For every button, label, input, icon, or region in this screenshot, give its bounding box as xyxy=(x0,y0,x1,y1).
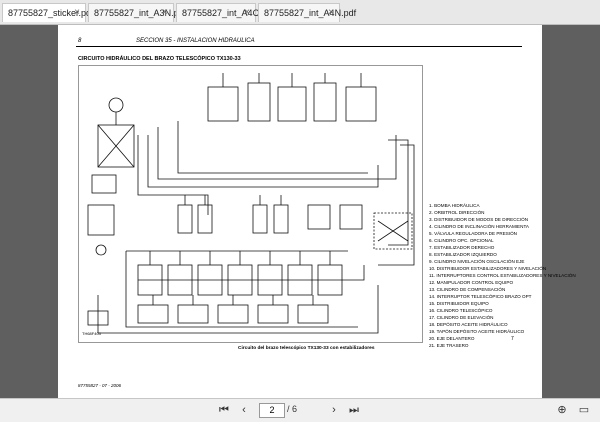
legend-item: 4. CILINDRO DE INCLINACIÓN HERRAMIENTA xyxy=(429,224,529,229)
page-number: 8 xyxy=(78,38,82,44)
legend-item: 3. DISTRIBUIDOR DE MODOS DE DIRECCIÓN xyxy=(429,217,529,222)
tab-label: 87755827_int_A4C.pdf xyxy=(182,8,275,18)
header-rule xyxy=(76,46,522,47)
close-icon[interactable]: × xyxy=(328,7,334,18)
legend-item: 19. TAPÓN DEPÓSITO ACEITE HIDRÁULICO xyxy=(429,329,525,334)
tab-label: 87755827_int_A4N.pdf xyxy=(264,8,357,18)
tab-bar: 87755827_sticker.pdf × 87755827_int_A3N.… xyxy=(0,0,600,25)
legend-item: 14. INTERRUPTOR TELESCÓPICO BRAZO OPT xyxy=(429,294,532,299)
drawing-code: TH68F403 xyxy=(82,331,101,336)
page-footer: 87755827 - 07 - 2006 xyxy=(78,383,122,388)
page-total: / 6 xyxy=(287,404,298,414)
close-icon[interactable]: × xyxy=(244,7,250,18)
legend-item: 17. CILINDRO DE ELEVACIÓN xyxy=(429,315,494,320)
legend-item: 8. ESTABILIZADOR IZQUIERDO xyxy=(429,252,497,257)
chevron-left-icon[interactable]: ‹ xyxy=(242,404,246,416)
section-header: SECCION 35 - INSTALACION HIDRAULICA xyxy=(136,38,255,44)
legend-item: 9. CILINDRO NIVELACIÓN OSCILACIÓN EJE xyxy=(429,259,525,264)
page-number-input[interactable]: 2 xyxy=(259,403,285,418)
hydraulic-schematic xyxy=(78,65,423,343)
close-icon[interactable]: × xyxy=(74,7,80,18)
legend-item: 10. DISTRIBUIDOR ESTABILIZADORES Y NIVEL… xyxy=(429,266,547,271)
fit-page-icon[interactable]: ▭ xyxy=(578,404,590,416)
zoom-icon[interactable]: ⊕ xyxy=(557,404,567,416)
legend-item: 2. ORBITROL DIRECCIÓN xyxy=(429,210,485,215)
legend-item: 15. DISTRIBUIDOR EQUIPO xyxy=(429,301,489,306)
last-page-icon[interactable]: ⏭ xyxy=(349,404,359,416)
diagram-title: CIRCUITO HIDRÁULICO DEL BRAZO TELESCÓPIC… xyxy=(78,56,241,62)
legend-item: 18. DEPÓSITO ACEITE HIDRÁULICO xyxy=(429,322,508,327)
tab-a4c[interactable]: 87755827_int_A4C.pdf × xyxy=(176,3,274,22)
tab-a3n[interactable]: 87755827_int_A3N.pdf × xyxy=(88,3,186,22)
chevron-right-icon[interactable]: › xyxy=(332,404,336,416)
legend-item: 11. INTERRUPTORES CONTROL ESTABILIZADORE… xyxy=(429,273,576,278)
tab-a4n[interactable]: 87755827_int_A4N.pdf × xyxy=(258,3,356,22)
first-page-icon[interactable]: ⏮ xyxy=(219,404,229,416)
close-icon[interactable]: × xyxy=(162,7,168,18)
figure-caption: Circuito del brazo telescópico TX130-33 … xyxy=(238,346,375,351)
legend-item: 5. VÁLVULA REGULADORA DE PRESIÓN xyxy=(429,231,517,236)
legend-item: 12. MANIPULADOR CONTROL EQUIPO xyxy=(429,280,514,285)
tab-sticker[interactable]: 87755827_sticker.pdf × xyxy=(2,3,94,22)
figure-number: 7 xyxy=(511,336,514,342)
legend-item: 16. CILINDRO TELESCÓPICO xyxy=(429,308,493,313)
legend-item: 7. ESTABILIZADOR DERECHO xyxy=(429,245,495,250)
tab-label: 87755827_int_A3N.pdf xyxy=(94,8,187,18)
pdf-page: 8 SECCION 35 - INSTALACION HIDRAULICA CI… xyxy=(58,25,542,398)
legend-item: 1. BOMBA HIDRÁULICA xyxy=(429,203,480,208)
pdf-toolbar: ⏮ ‹ 2 / 6 › ⏭ ⊕ ▭ xyxy=(0,398,600,422)
legend-item: 13. CILINDRO DE COMPENSACIÓN xyxy=(429,287,506,292)
legend-item: 20. EJE DELANTERO xyxy=(429,336,475,341)
legend-item: 6. CILINDRO OPC. OPCIONAL xyxy=(429,238,494,243)
tab-label: 87755827_sticker.pdf xyxy=(8,8,94,18)
legend-item: 21. EJE TRASERO xyxy=(429,343,469,348)
